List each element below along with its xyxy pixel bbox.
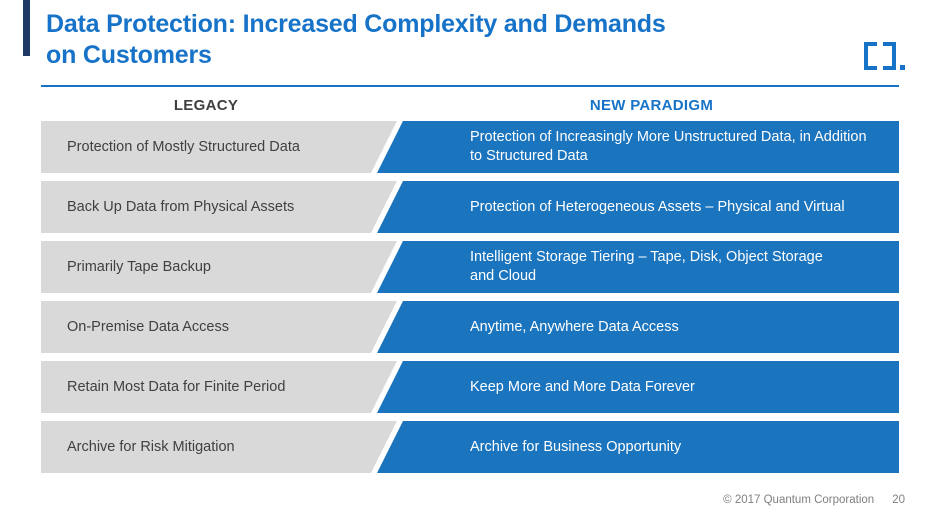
page-title: Data Protection: Increased Complexity an…	[46, 9, 666, 71]
legacy-cell-text: Retain Most Data for Finite Period	[67, 379, 286, 395]
slide-footer: © 2017 Quantum Corporation 20	[0, 494, 905, 506]
page-title-line2: on Customers	[46, 41, 212, 69]
new-paradigm-cell-text: Archive for Business Opportunity	[470, 438, 682, 455]
legacy-cell: Archive for Risk Mitigation	[41, 421, 397, 473]
legacy-cell: Protection of Mostly Structured Data	[41, 121, 397, 173]
new-paradigm-cell-text: Anytime, Anywhere Data Access	[470, 318, 679, 335]
logo-left-bracket-icon	[864, 42, 877, 70]
table-row: Archive for Risk Mitigation Archive for …	[41, 421, 899, 473]
legacy-cell-text: Protection of Mostly Structured Data	[67, 139, 300, 155]
title-divider	[41, 85, 899, 87]
legacy-cell: Retain Most Data for Finite Period	[41, 361, 397, 413]
legacy-column-header: LEGACY	[173, 97, 239, 114]
legacy-cell-text: Primarily Tape Backup	[67, 259, 211, 275]
new-paradigm-cell-text: Keep More and More Data Forever	[470, 378, 695, 395]
legacy-cell: Primarily Tape Backup	[41, 241, 397, 293]
table-row: Retain Most Data for Finite Period Keep …	[41, 361, 899, 413]
table-row: Primarily Tape Backup Intelligent Storag…	[41, 241, 899, 293]
logo-right-bracket-icon	[883, 42, 896, 70]
new-paradigm-cell: Protection of Increasingly More Unstruct…	[377, 121, 899, 173]
page-number: 20	[892, 494, 905, 506]
new-paradigm-column-header: NEW PARADIGM	[589, 97, 714, 114]
new-paradigm-cell: Anytime, Anywhere Data Access	[377, 301, 899, 353]
accent-bar	[23, 0, 30, 56]
quantum-brackets-logo	[864, 42, 905, 70]
comparison-table: Protection of Mostly Structured Data Pro…	[41, 121, 899, 481]
new-paradigm-cell: Archive for Business Opportunity	[377, 421, 899, 473]
legacy-cell: Back Up Data from Physical Assets	[41, 181, 397, 233]
table-row: Protection of Mostly Structured Data Pro…	[41, 121, 899, 173]
logo-dot-icon	[900, 65, 905, 70]
new-paradigm-cell: Intelligent Storage Tiering – Tape, Disk…	[377, 241, 899, 293]
legacy-cell-text: Archive for Risk Mitigation	[67, 439, 235, 455]
copyright-text: © 2017 Quantum Corporation	[723, 494, 875, 506]
legacy-cell-text: On-Premise Data Access	[67, 319, 229, 335]
page-title-line1: Data Protection: Increased Complexity an…	[46, 10, 666, 38]
legacy-cell: On-Premise Data Access	[41, 301, 397, 353]
new-paradigm-cell: Keep More and More Data Forever	[377, 361, 899, 413]
new-paradigm-cell: Protection of Heterogeneous Assets – Phy…	[377, 181, 899, 233]
table-row: Back Up Data from Physical Assets Protec…	[41, 181, 899, 233]
table-row: On-Premise Data Access Anytime, Anywhere…	[41, 301, 899, 353]
new-paradigm-cell-text: Protection of Increasingly More Unstruct…	[470, 129, 867, 164]
new-paradigm-cell-text: Protection of Heterogeneous Assets – Phy…	[470, 198, 845, 215]
new-paradigm-cell-text: Intelligent Storage Tiering – Tape, Disk…	[470, 249, 823, 284]
legacy-cell-text: Back Up Data from Physical Assets	[67, 199, 295, 215]
